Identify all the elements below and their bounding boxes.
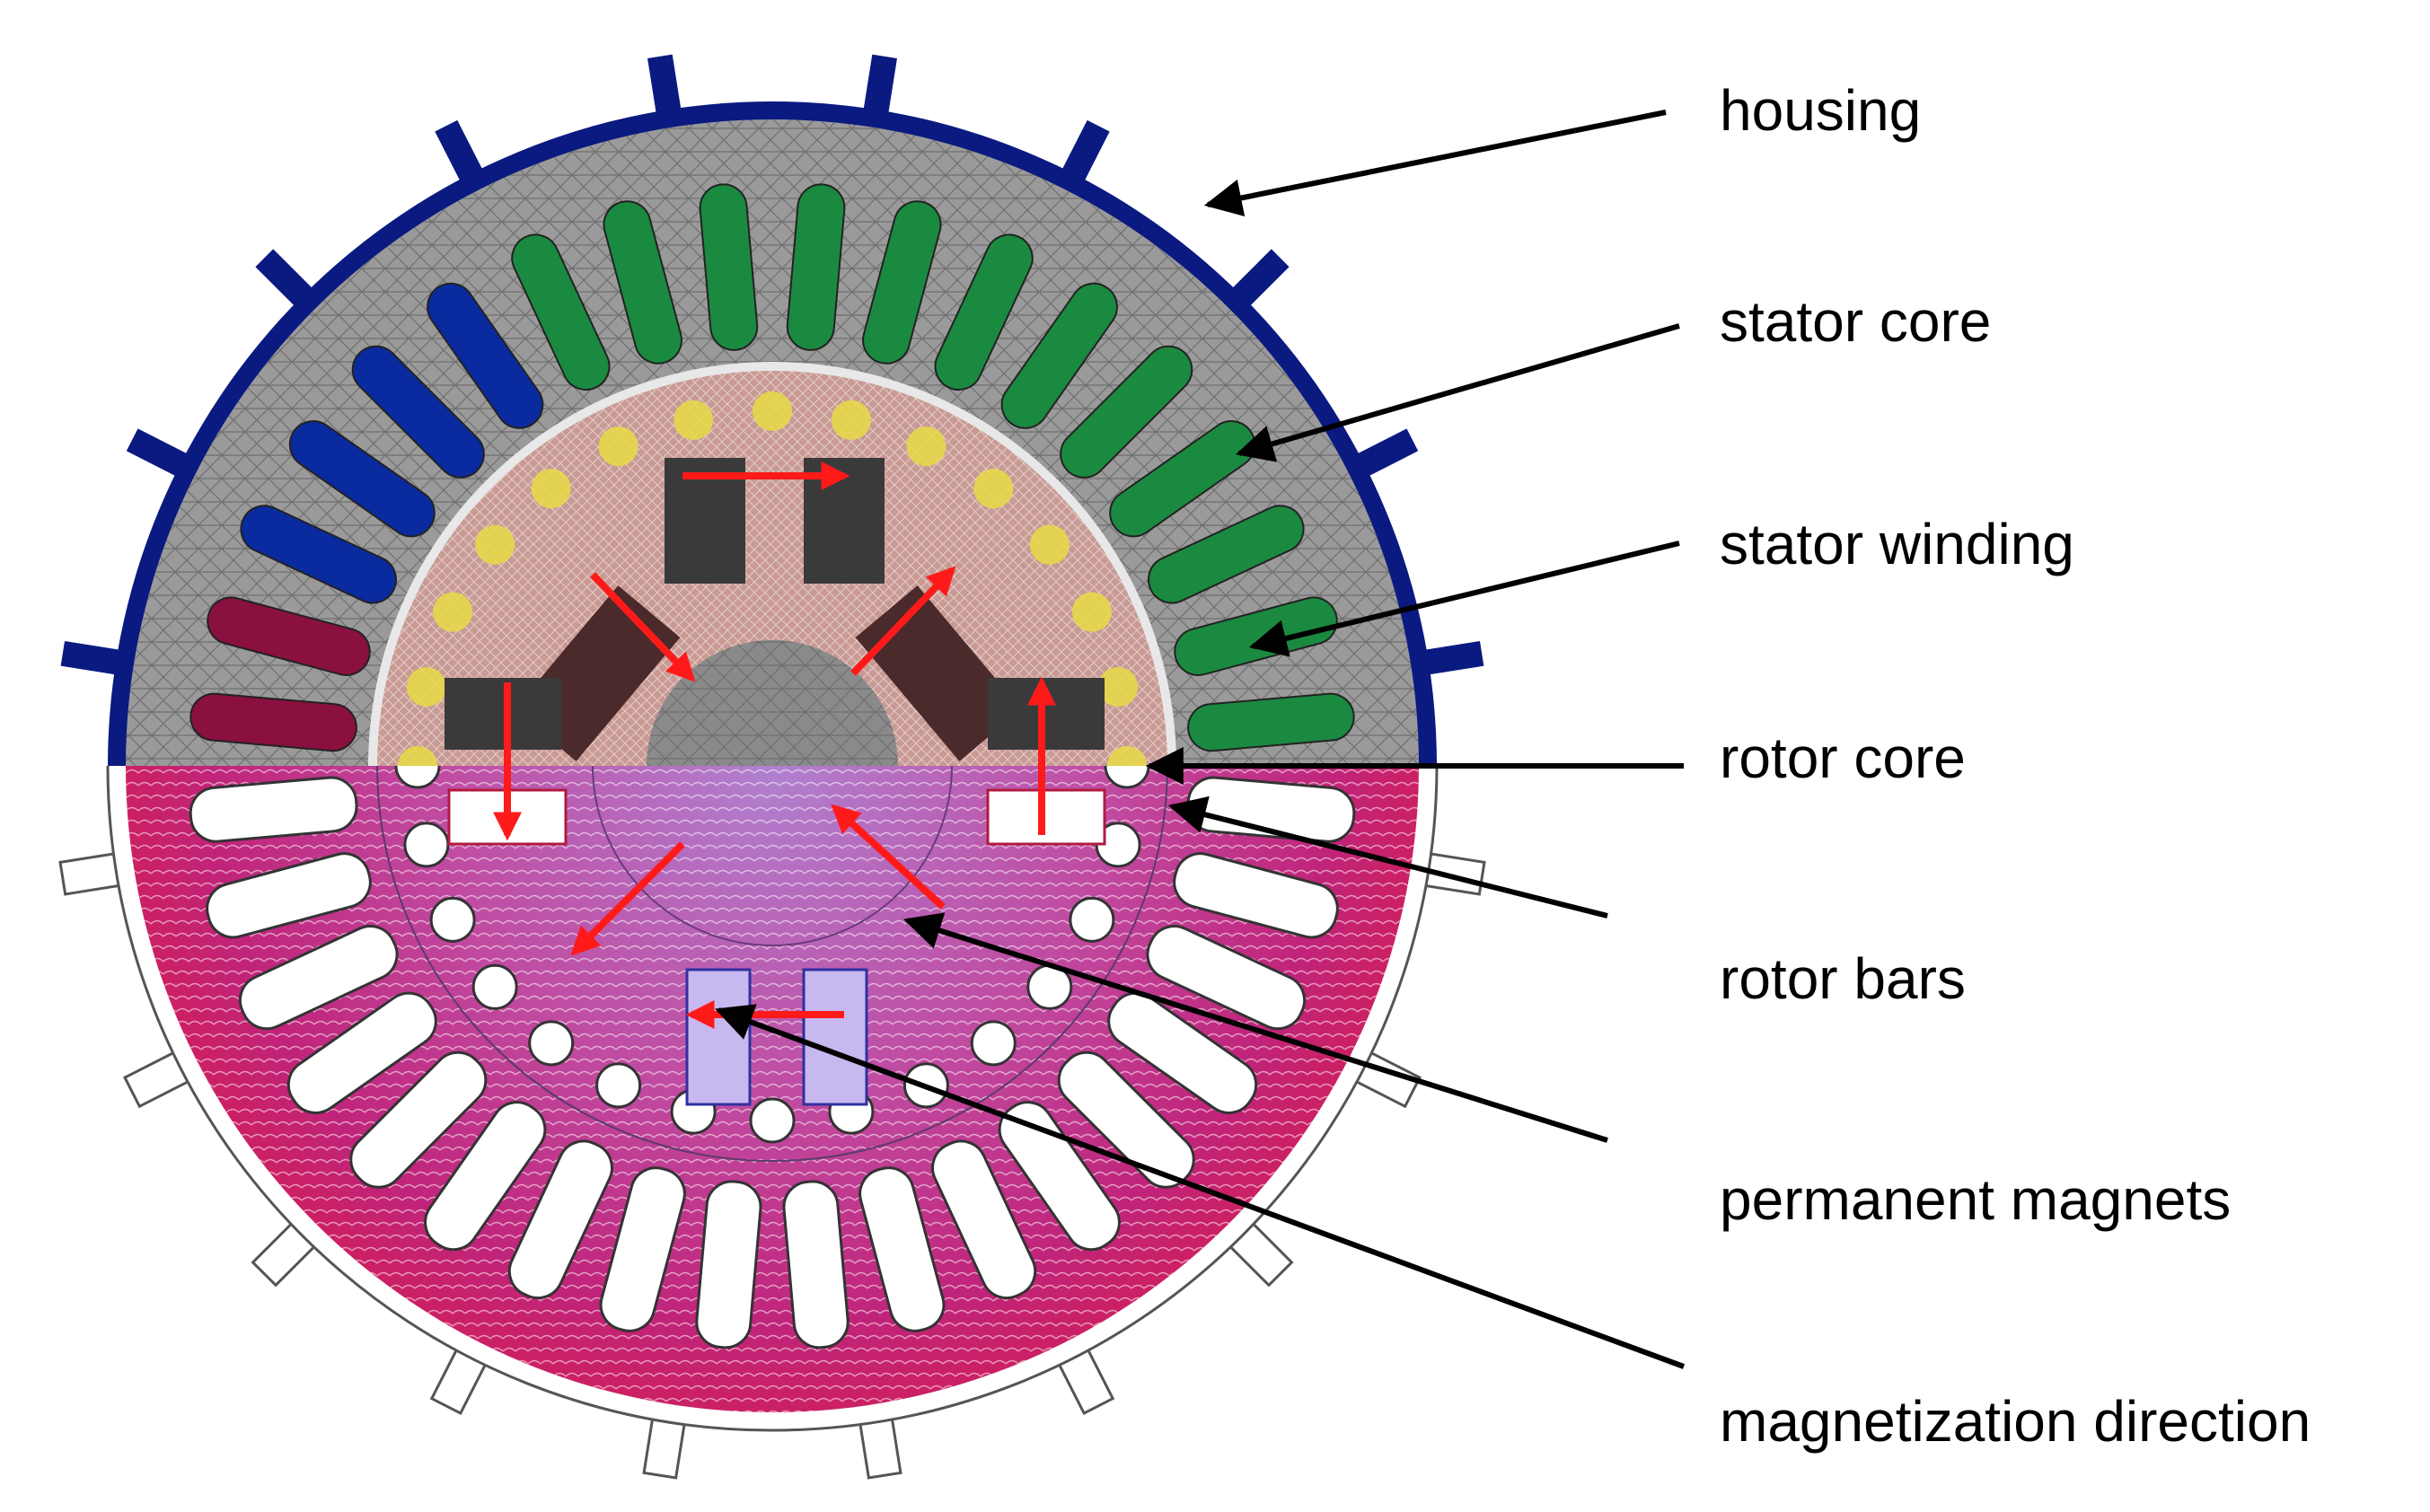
leader-lines bbox=[715, 110, 1686, 1369]
bottom-half-flux bbox=[58, 766, 1486, 1480]
stator-slot bbox=[934, 233, 1034, 391]
rotor-bar bbox=[970, 1020, 1017, 1067]
stator-slot-outline bbox=[424, 1101, 547, 1252]
stator-slot-outline bbox=[238, 925, 399, 1031]
rotor-bar bbox=[749, 1097, 796, 1144]
stator-winding bbox=[189, 183, 1355, 752]
stator-slot-outline bbox=[286, 991, 437, 1114]
stator-slot bbox=[603, 200, 682, 365]
rotor-bar-top bbox=[406, 667, 446, 708]
leader-magnetization-direction bbox=[715, 1004, 1686, 1369]
labels: housing stator core stator winding rotor… bbox=[1720, 78, 2311, 1454]
stator-slot bbox=[427, 282, 544, 429]
rotor-bar-top bbox=[674, 400, 714, 440]
leader-housing bbox=[1203, 110, 1667, 217]
stator-slot bbox=[240, 505, 398, 604]
stator-slot bbox=[1000, 282, 1118, 429]
stator-slot-outline bbox=[858, 1166, 946, 1332]
stator-slot bbox=[351, 345, 485, 479]
rotor-bar bbox=[595, 1062, 642, 1109]
rotor-bar bbox=[1104, 766, 1150, 789]
label-rotor-core: rotor core bbox=[1720, 725, 1966, 790]
rotor-bar-top bbox=[906, 426, 946, 467]
label-stator-winding: stator winding bbox=[1720, 512, 2074, 576]
rotor-bar-top bbox=[598, 426, 638, 467]
rotor-bar bbox=[429, 896, 476, 943]
rotor-bar-top bbox=[433, 592, 473, 632]
magnetization-arrows bbox=[493, 462, 1056, 1029]
stator-slot-outline bbox=[206, 852, 372, 939]
stator-slot bbox=[1147, 505, 1305, 604]
stator-slot bbox=[189, 692, 357, 752]
rotor-bar bbox=[403, 822, 450, 868]
magnet-b3 bbox=[685, 968, 752, 1106]
rotor-bar-top bbox=[531, 469, 571, 509]
stator-slot-outline bbox=[1057, 1050, 1195, 1189]
rotor-bar-top bbox=[475, 524, 515, 565]
rotor-bar-top bbox=[1071, 592, 1112, 632]
leader-permanent-magnets bbox=[902, 912, 1608, 1143]
magnet-b4 bbox=[802, 968, 868, 1106]
stator-slot-outline bbox=[1107, 991, 1258, 1114]
stator-slot bbox=[1060, 345, 1193, 479]
label-magnetization-direction: magnetization direction bbox=[1720, 1389, 2311, 1454]
stator-slot-outline bbox=[349, 1050, 488, 1189]
stator-slot bbox=[207, 596, 371, 676]
rotor-bar-top bbox=[398, 746, 437, 766]
stator-slot bbox=[511, 233, 611, 391]
leader-stator-core bbox=[1235, 323, 1680, 462]
top-half-mesh bbox=[60, 54, 1484, 766]
stator-slot-outline bbox=[599, 1166, 686, 1332]
rotor-bar bbox=[1069, 896, 1115, 943]
leader-rotor-bars bbox=[1167, 796, 1608, 919]
rotor-bar-top bbox=[753, 391, 792, 431]
stator-slot bbox=[288, 420, 436, 538]
leader-stator-winding bbox=[1248, 541, 1680, 657]
rotor-bar bbox=[471, 963, 518, 1010]
label-permanent-magnets: permanent magnets bbox=[1720, 1167, 2231, 1232]
stator-slot-outline bbox=[189, 776, 358, 843]
stator-slot-outline bbox=[782, 1180, 850, 1349]
stator-slot-outline bbox=[998, 1101, 1121, 1252]
label-rotor-bars: rotor bars bbox=[1720, 946, 1966, 1011]
stator-slot-outline bbox=[507, 1139, 613, 1300]
rotor-outline bbox=[376, 766, 1168, 1162]
rotor-bar-top bbox=[1098, 667, 1139, 708]
rotor-bar bbox=[528, 1020, 575, 1067]
rotor-bar-top bbox=[831, 400, 871, 440]
magnet-bottom-left bbox=[445, 678, 561, 750]
stator-slot-outline bbox=[1146, 925, 1307, 1031]
stator-slot-outline bbox=[931, 1139, 1037, 1300]
stator-slot bbox=[1187, 692, 1355, 752]
rotor-bar-top bbox=[1029, 524, 1070, 565]
rotor-bars bbox=[394, 766, 1150, 1144]
label-housing: housing bbox=[1720, 78, 1921, 143]
stator-slot bbox=[862, 200, 942, 365]
stator-slot bbox=[699, 183, 759, 351]
rotor-bars-top bbox=[398, 391, 1147, 766]
magnet-bottom-right bbox=[988, 678, 1105, 750]
stator-slot bbox=[786, 183, 846, 351]
rotor-bar bbox=[394, 766, 441, 789]
shaft-mesh bbox=[647, 640, 898, 766]
stator-slot-outline bbox=[695, 1180, 762, 1349]
label-stator-core: stator core bbox=[1720, 289, 1991, 354]
magnet-b2 bbox=[986, 788, 1106, 846]
stator-slots-outline bbox=[189, 776, 1356, 1349]
stator-slot-outline bbox=[1173, 852, 1339, 939]
rotor-bar-top bbox=[973, 469, 1014, 509]
shaft-outline bbox=[592, 766, 953, 946]
rotor-bar-top bbox=[1107, 746, 1147, 766]
